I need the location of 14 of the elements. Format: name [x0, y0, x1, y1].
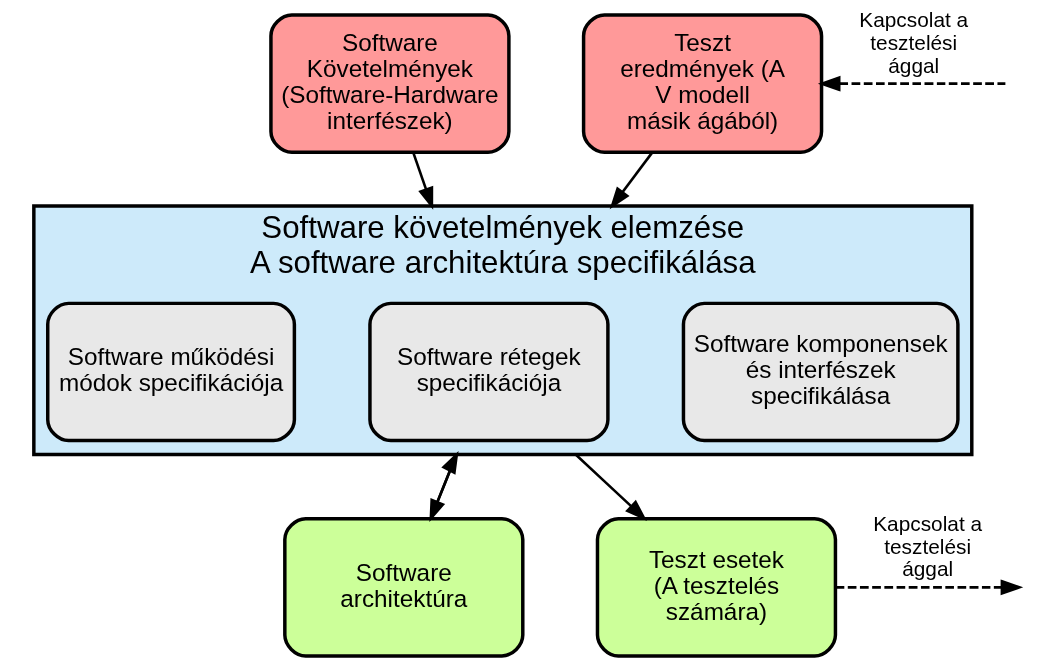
node-box: Software működési módok specifikációja	[46, 301, 297, 443]
node-box: Software komponensek és interfészek specifikálása	[681, 301, 960, 443]
edge-label: Kapcsolat a tesztelési ággal	[859, 8, 969, 77]
edge-label: Kapcsolat a tesztelési ággal	[873, 512, 983, 581]
node-box: Software Követelmények (Software-Hardware interfészek)	[269, 13, 511, 154]
node-box: Teszt eredmények (A V modell másik ágából)	[581, 13, 824, 154]
arrow	[609, 152, 653, 210]
node-box: Software rétegek specifikációja	[368, 301, 610, 443]
arrow	[412, 152, 434, 210]
arrow	[817, 75, 1006, 92]
arrow	[574, 453, 648, 521]
arrow	[835, 579, 1024, 596]
node-box: Teszt esetek (A tesztelés számára)	[595, 517, 838, 658]
node-box: Software architektúra	[283, 517, 525, 658]
